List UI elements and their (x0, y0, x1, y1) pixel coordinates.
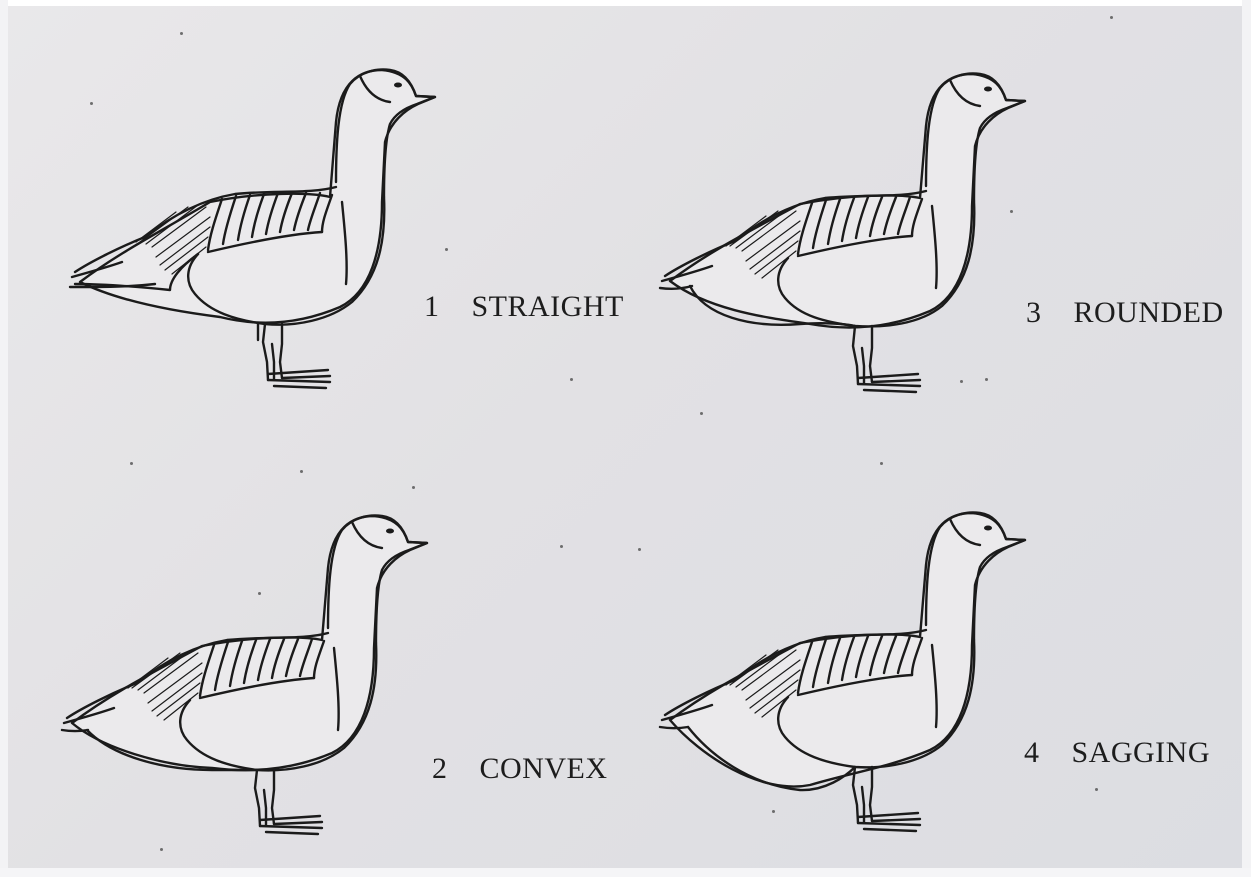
caption-number: 1 (424, 290, 440, 324)
print-speck (638, 548, 641, 551)
photo-border-right (1242, 0, 1251, 877)
print-speck (300, 470, 303, 473)
print-speck (258, 592, 261, 595)
print-speck (1095, 788, 1098, 791)
print-speck (570, 378, 573, 381)
caption-text: SAGGING (1072, 736, 1211, 769)
photo-border-left (0, 0, 8, 877)
caption-3-rounded: 3 ROUNDED (1026, 296, 1224, 330)
caption-number: 4 (1024, 736, 1040, 770)
photo-border-top (0, 0, 1251, 6)
caption-number: 2 (432, 752, 448, 786)
print-speck (1010, 210, 1013, 213)
goose-convex-drawing (52, 508, 442, 848)
print-speck (560, 545, 563, 548)
print-speck (445, 248, 448, 251)
caption-1-straight: 1 STRAIGHT (424, 290, 624, 324)
print-speck (985, 378, 988, 381)
print-speck (90, 102, 93, 105)
print-speck (1110, 16, 1113, 19)
print-speck (700, 412, 703, 415)
print-speck (130, 462, 133, 465)
photo-border-bottom (0, 868, 1251, 877)
caption-text: STRAIGHT (472, 290, 624, 323)
caption-text: ROUNDED (1074, 296, 1224, 329)
print-speck (180, 32, 183, 35)
print-speck (960, 380, 963, 383)
goose-rounded-drawing (650, 66, 1040, 406)
print-speck (880, 462, 883, 465)
caption-number: 3 (1026, 296, 1042, 330)
goose-straight-drawing (60, 62, 450, 402)
print-speck (412, 486, 415, 489)
caption-2-convex: 2 CONVEX (432, 752, 608, 786)
goose-sagging-drawing (650, 505, 1040, 845)
print-speck (160, 848, 163, 851)
caption-4-sagging: 4 SAGGING (1024, 736, 1210, 770)
print-speck (772, 810, 775, 813)
caption-text: CONVEX (480, 752, 608, 785)
